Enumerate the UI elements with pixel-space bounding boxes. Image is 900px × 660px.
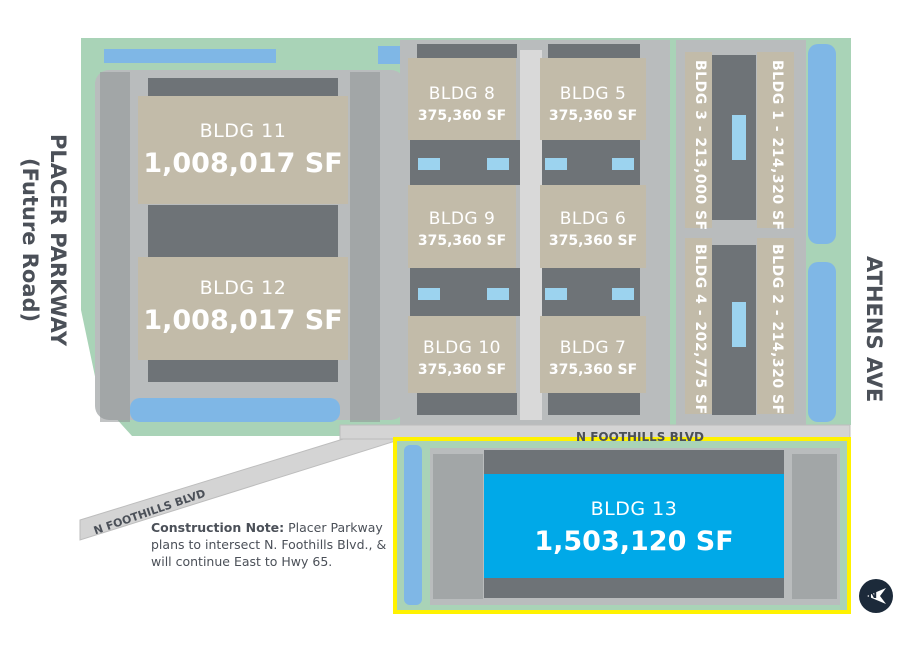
- bldg-10-sf: 375,360 SF: [417, 362, 507, 378]
- bldg-12-sf: 1,008,017 SF: [143, 305, 343, 336]
- construction-note: Construction Note: Placer Parkway plans …: [151, 519, 391, 570]
- west-inner-parking-rows: [350, 72, 380, 422]
- pond-south-west: [130, 398, 340, 422]
- building-4[interactable]: [685, 238, 712, 414]
- dock-south-7: [548, 393, 640, 415]
- dock-water-east-south: [732, 302, 746, 347]
- bldg-8-sf: 375,360 SF: [417, 108, 507, 124]
- pond-east-south: [808, 262, 836, 422]
- west-parking-rows: [100, 72, 130, 422]
- bldg-6-name: BLDG 6: [559, 209, 627, 229]
- bldg-13-name: BLDG 13: [590, 498, 678, 520]
- pond-north-central: [378, 46, 400, 64]
- dock-north-11: [148, 78, 338, 96]
- pond-east-north: [808, 44, 836, 244]
- building-1[interactable]: [757, 52, 794, 228]
- bldg-7-name: BLDG 7: [559, 338, 627, 358]
- dock-north-13: [484, 450, 784, 474]
- compass-letter: N: [868, 588, 878, 601]
- building-9[interactable]: BLDG 9 375,360 SF: [408, 185, 516, 268]
- building-2[interactable]: [757, 238, 794, 414]
- bldg-3-label: BLDG 3 - 213,000 SF: [692, 60, 708, 231]
- building-11[interactable]: BLDG 11 1,008,017 SF: [138, 96, 348, 204]
- dock-north-5: [548, 44, 640, 58]
- placer-parkway-line1: PLACER PARKWAY: [46, 134, 70, 347]
- bldg-8-name: BLDG 8: [428, 84, 496, 104]
- bldg-11-name: BLDG 11: [199, 120, 287, 142]
- construction-note-heading: Construction Note:: [151, 520, 285, 535]
- central-drive: [520, 50, 542, 420]
- dock-south-13: [484, 578, 784, 598]
- bldg-11-sf: 1,008,017 SF: [143, 148, 343, 179]
- bldg-10-name: BLDG 10: [423, 338, 501, 358]
- bldg-13-sf: 1,503,120 SF: [534, 526, 734, 557]
- construction-note-body: Placer Parkway plans to intersect N. Foo…: [151, 520, 387, 569]
- road-label-placer-parkway: PLACER PARKWAY: [46, 134, 70, 346]
- bldg-6-sf: 375,360 SF: [548, 233, 638, 249]
- road-label-athens-ave: ATHENS AVE: [862, 256, 886, 402]
- building-6[interactable]: BLDG 6 375,360 SF: [540, 185, 646, 268]
- building-13[interactable]: BLDG 13 1,503,120 SF: [484, 474, 784, 578]
- building-5[interactable]: BLDG 5 375,360 SF: [540, 58, 646, 140]
- dock-water-east-north: [732, 115, 746, 160]
- north-arrow-glyph: [867, 588, 886, 604]
- pond-south-parcel: [404, 445, 422, 605]
- bldg-7-sf: 375,360 SF: [548, 362, 638, 378]
- building-10[interactable]: BLDG 10 375,360 SF: [408, 316, 516, 393]
- bldg-2-label: BLDG 2 - 214,320 SF: [769, 244, 785, 415]
- building-7[interactable]: BLDG 7 375,360 SF: [540, 316, 646, 393]
- bldg-9-sf: 375,360 SF: [417, 233, 507, 249]
- bldg-12-name: BLDG 12: [199, 277, 287, 299]
- dock-south-10: [417, 393, 517, 415]
- road-label-foothills-main: N FOOTHILLS BLVD: [576, 430, 704, 444]
- dock-south-12: [148, 360, 338, 382]
- bldg-13-highlight-outline: [393, 437, 851, 614]
- pond-north-west: [104, 49, 276, 63]
- building-8[interactable]: BLDG 8 375,360 SF: [408, 58, 516, 140]
- building-3[interactable]: [685, 52, 712, 228]
- athens-ave-text: ATHENS AVE: [862, 256, 886, 403]
- bldg-1-label: BLDG 1 - 214,320 SF: [769, 60, 785, 231]
- bldg-9-name: BLDG 9: [428, 209, 496, 229]
- north-arrow-icon: N: [859, 579, 893, 613]
- bldg-5-sf: 375,360 SF: [548, 108, 638, 124]
- dock-court-11-12: [148, 205, 338, 257]
- dock-north-8: [417, 44, 517, 58]
- placer-parkway-line2: (Future Road): [18, 158, 42, 323]
- bldg-5-name: BLDG 5: [559, 84, 627, 104]
- bldg-4-label: BLDG 4 - 202,775 SF: [692, 244, 708, 415]
- building-12[interactable]: BLDG 12 1,008,017 SF: [138, 257, 348, 360]
- foothills-main-text: N FOOTHILLS BLVD: [576, 430, 705, 444]
- road-label-future-road: (Future Road): [18, 158, 42, 322]
